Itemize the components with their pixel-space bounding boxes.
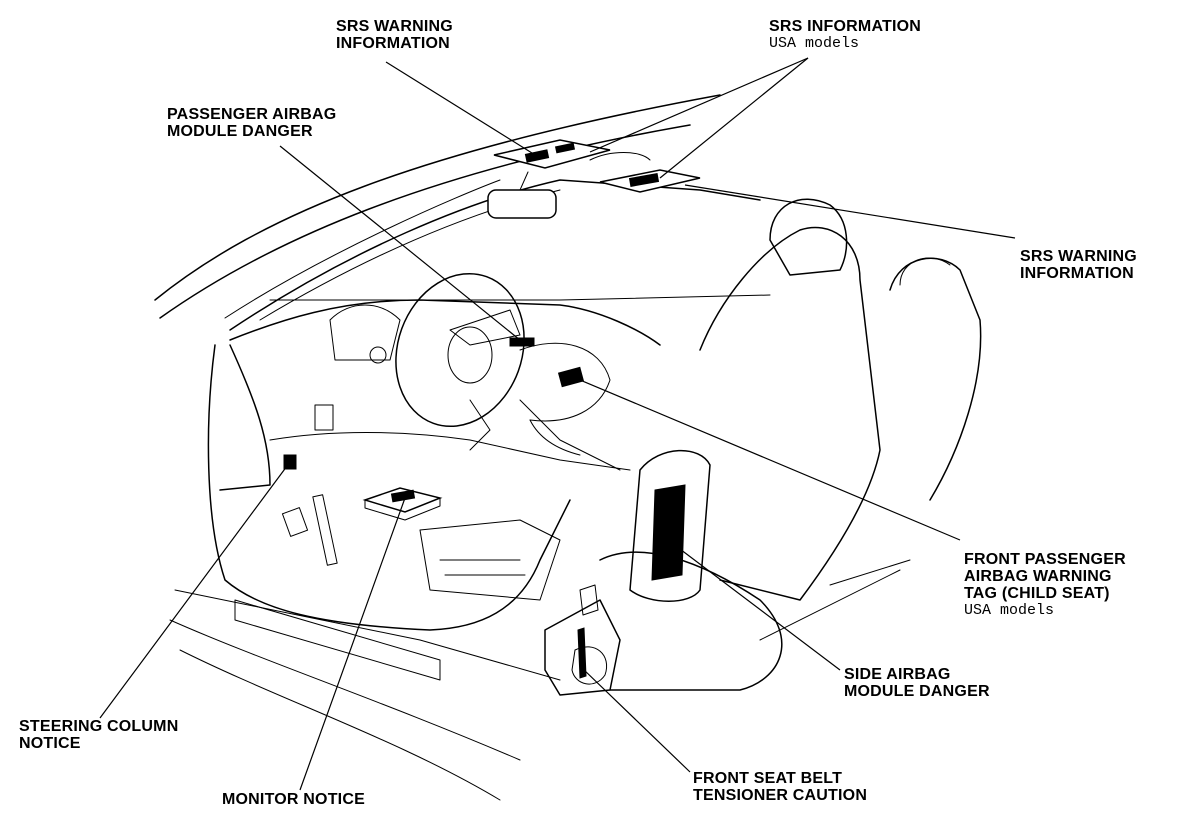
instrument-cluster <box>329 304 401 361</box>
label-srs-warning-top: SRS WARNING INFORMATION <box>336 18 453 52</box>
label-steering-column-line1: STEERING COLUMN <box>19 718 179 735</box>
label-front-passenger-tag-line2: AIRBAG WARNING <box>964 568 1112 585</box>
leader-monitor <box>299 497 406 791</box>
leader-side-airbag <box>667 539 841 671</box>
map-light <box>589 152 651 161</box>
label-passenger-airbag: PASSENGER AIRBAG MODULE DANGER <box>167 106 336 140</box>
leader-seat-belt <box>581 667 691 773</box>
label-srs-warning-top-line1: SRS WARNING <box>336 18 453 35</box>
passenger-cushion <box>599 551 783 691</box>
label-srs-information-sub: USA models <box>769 35 860 52</box>
steering-column <box>469 399 491 451</box>
label-front-passenger-tag-line1: FRONT PASSENGER <box>964 551 1126 568</box>
dash-tag-passenger <box>557 366 585 388</box>
roof-line <box>154 94 721 301</box>
glovebox <box>519 342 611 422</box>
label-monitor-notice: MONITOR NOTICE <box>222 791 365 808</box>
leader-srs-warning-top <box>385 61 541 159</box>
driver-seat <box>419 519 561 601</box>
leader-passenger-airbag <box>279 145 521 341</box>
steering-hub <box>447 326 493 384</box>
sill-plate <box>234 599 441 681</box>
dashboard-left <box>219 344 271 491</box>
mirror-stem <box>519 171 529 191</box>
tensioner-label <box>577 627 587 679</box>
dashboard-face <box>269 432 631 471</box>
pedal-accel <box>312 494 338 566</box>
tensioner-housing <box>544 599 621 696</box>
steering-spoke <box>449 309 521 346</box>
label-srs-warning-right-line2: INFORMATION <box>1020 265 1134 282</box>
label-front-passenger-tag-sub: USA models <box>964 602 1055 619</box>
label-seat-belt-line1: FRONT SEAT BELT <box>693 770 843 787</box>
overhead-label-2 <box>554 142 576 154</box>
label-srs-warning-top-line2: INFORMATION <box>336 35 450 52</box>
overhead-console <box>493 139 611 169</box>
passenger-headrest <box>769 198 848 276</box>
rear-seat <box>889 257 982 501</box>
leader-srs-warning-right <box>684 184 1016 239</box>
leader-passenger-tag <box>579 379 961 541</box>
visor-label <box>628 173 660 187</box>
leader-srs-info-b <box>659 57 809 179</box>
label-monitor-notice-line1: MONITOR NOTICE <box>222 791 365 808</box>
label-side-airbag-line2: MODULE DANGER <box>844 683 990 700</box>
gear-shift <box>529 419 581 456</box>
driver-seat-base <box>439 559 526 576</box>
windshield-header <box>229 179 761 331</box>
label-front-passenger-tag-line3: TAG (CHILD SEAT) <box>964 585 1110 602</box>
left-vent <box>314 404 334 431</box>
ignition <box>369 346 387 364</box>
body-side <box>169 619 521 761</box>
passenger-seatback <box>699 226 881 601</box>
rearview-mirror <box>487 189 557 219</box>
label-srs-warning-right: SRS WARNING INFORMATION <box>1020 248 1137 282</box>
steering-wheel <box>395 272 525 428</box>
label-side-airbag: SIDE AIRBAG MODULE DANGER <box>844 666 990 700</box>
side-airbag-label <box>651 484 686 581</box>
dash-label-airbag <box>509 337 535 347</box>
tensioner-mount <box>579 584 599 616</box>
dashboard-top <box>229 299 661 346</box>
label-steering-column: STEERING COLUMN NOTICE <box>19 718 178 752</box>
label-srs-information-line1: SRS INFORMATION <box>769 18 922 35</box>
side-airbag-panel <box>629 449 711 602</box>
seat-rails <box>759 559 911 641</box>
monitor-box-side <box>364 497 441 521</box>
pedal-brake <box>281 507 309 537</box>
label-side-airbag-line1: SIDE AIRBAG <box>844 666 951 683</box>
rear-headrest <box>899 257 951 286</box>
door-frame <box>207 344 571 631</box>
leader-srs-info-a <box>589 57 809 153</box>
label-seat-belt-line2: TENSIONER CAUTION <box>693 787 868 804</box>
label-srs-warning-right-line1: SRS WARNING <box>1020 248 1137 265</box>
label-front-passenger-tag: FRONT PASSENGER AIRBAG WARNING TAG (CHIL… <box>964 551 1126 619</box>
windshield-bottom <box>269 294 771 301</box>
body-side-lower <box>179 649 501 801</box>
windshield-top <box>224 179 501 319</box>
label-steering-column-line2: NOTICE <box>19 735 81 752</box>
label-seat-belt: FRONT SEAT BELT TENSIONER CAUTION <box>693 770 867 804</box>
tensioner-pulley <box>571 646 607 685</box>
center-console <box>519 399 621 471</box>
leader-steering-column <box>99 461 291 719</box>
label-passenger-airbag-line2: MODULE DANGER <box>167 123 313 140</box>
label-srs-information: SRS INFORMATION USA models <box>769 18 921 52</box>
label-passenger-airbag-line1: PASSENGER AIRBAG <box>167 106 337 123</box>
